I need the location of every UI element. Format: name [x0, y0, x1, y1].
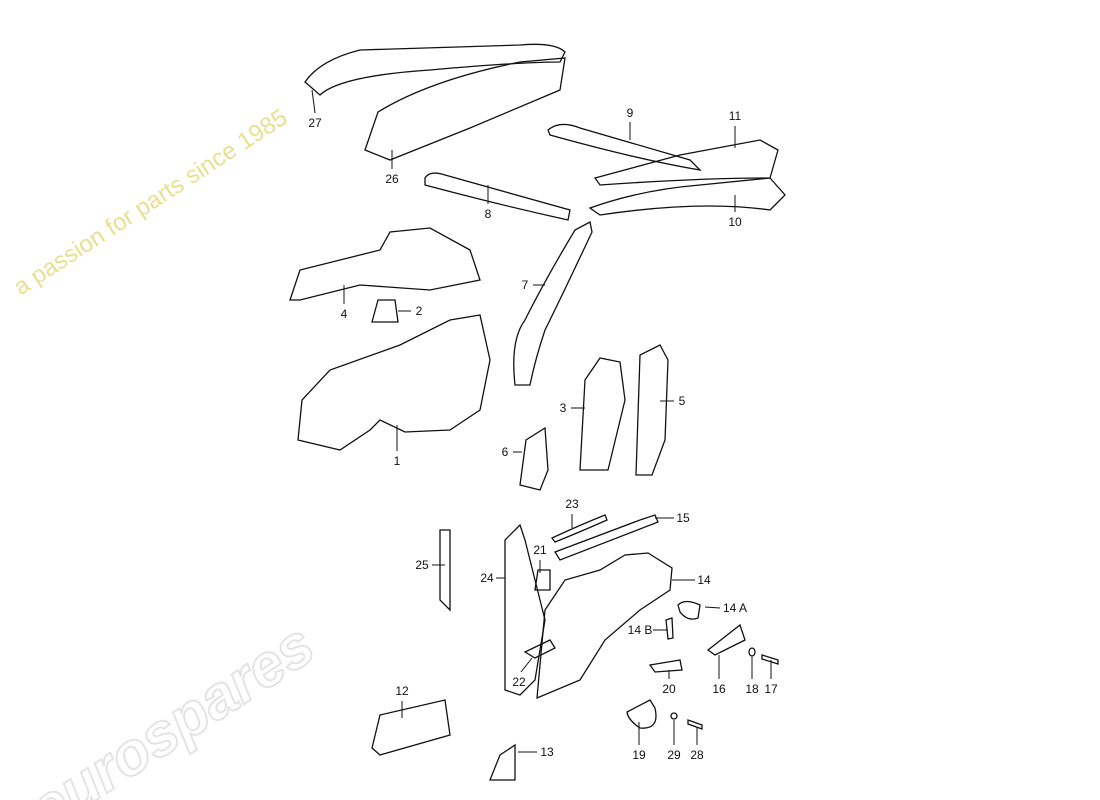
- part-label-3[interactable]: 3: [559, 401, 567, 415]
- bolt-17: [761, 654, 779, 665]
- part-label-16[interactable]: 16: [712, 682, 726, 696]
- part-label-21[interactable]: 21: [533, 543, 547, 557]
- bracket-20: [648, 659, 683, 673]
- leader-line-22: [520, 657, 533, 673]
- front-panel-4: [289, 227, 481, 301]
- roof-rail-10: [588, 177, 786, 216]
- vent-16: [706, 623, 746, 656]
- part-label-29[interactable]: 29: [667, 748, 681, 762]
- bracket-13: [489, 743, 516, 781]
- washer-29: [670, 712, 678, 720]
- part-label-2[interactable]: 2: [415, 304, 423, 318]
- dashboard-26: [364, 57, 566, 161]
- part-label-12[interactable]: 12: [395, 684, 409, 698]
- a-pillar-7: [513, 221, 593, 386]
- part-label-23[interactable]: 23: [565, 497, 579, 511]
- part-label-20[interactable]: 20: [662, 682, 676, 696]
- fitting-14A: [677, 600, 701, 620]
- b-pillar-outer-5: [635, 344, 669, 476]
- part-label-18[interactable]: 18: [745, 682, 759, 696]
- bracket-21: [534, 569, 551, 591]
- leader-line-27: [311, 89, 316, 114]
- part-label-24[interactable]: 24: [480, 571, 494, 585]
- part-label-6[interactable]: 6: [501, 445, 509, 459]
- bolt-28: [687, 719, 703, 730]
- part-label-11[interactable]: 11: [728, 109, 742, 123]
- part-label-4[interactable]: 4: [340, 307, 348, 321]
- part-label-25[interactable]: 25: [415, 558, 429, 572]
- b-pillar-3: [579, 357, 626, 471]
- part-label-9[interactable]: 9: [626, 106, 634, 120]
- part-label-15[interactable]: 15: [676, 511, 690, 525]
- part-label-14B[interactable]: 14 B: [627, 623, 653, 637]
- bracket-6: [519, 426, 549, 491]
- part-label-22[interactable]: 22: [512, 675, 526, 689]
- part-label-1[interactable]: 1: [393, 454, 401, 468]
- bracket-2: [371, 299, 399, 323]
- part-label-8[interactable]: 8: [484, 207, 492, 221]
- clamp-19: [626, 699, 657, 729]
- part-label-27[interactable]: 27: [308, 116, 322, 130]
- door-pillar-24: [504, 523, 546, 696]
- part-label-7[interactable]: 7: [521, 278, 529, 292]
- part-label-19[interactable]: 19: [632, 748, 646, 762]
- part-label-14A[interactable]: 14 A: [722, 601, 748, 615]
- bracket-14B: [665, 617, 674, 640]
- part-label-26[interactable]: 26: [385, 172, 399, 186]
- strip-25: [439, 529, 451, 612]
- sill-strip-23: [550, 514, 608, 543]
- part-label-28[interactable]: 28: [690, 748, 704, 762]
- inner-wheel-housing-1: [297, 314, 491, 451]
- bracket-22: [523, 639, 556, 659]
- part-label-10[interactable]: 10: [728, 215, 742, 229]
- part-label-17[interactable]: 17: [764, 682, 778, 696]
- part-label-5[interactable]: 5: [678, 394, 686, 408]
- dashboard-top-27: [304, 43, 566, 96]
- windshield-pillar-8: [424, 172, 571, 221]
- part-label-13[interactable]: 13: [540, 745, 554, 759]
- part-label-14[interactable]: 14: [697, 573, 711, 587]
- windshield-frame-9: [547, 123, 702, 171]
- washer-18: [748, 647, 756, 657]
- leader-line-14A: [704, 606, 721, 609]
- cross-member-12: [371, 699, 451, 756]
- roof-frame-11: [593, 139, 779, 186]
- quarter-panel-14: [536, 552, 673, 700]
